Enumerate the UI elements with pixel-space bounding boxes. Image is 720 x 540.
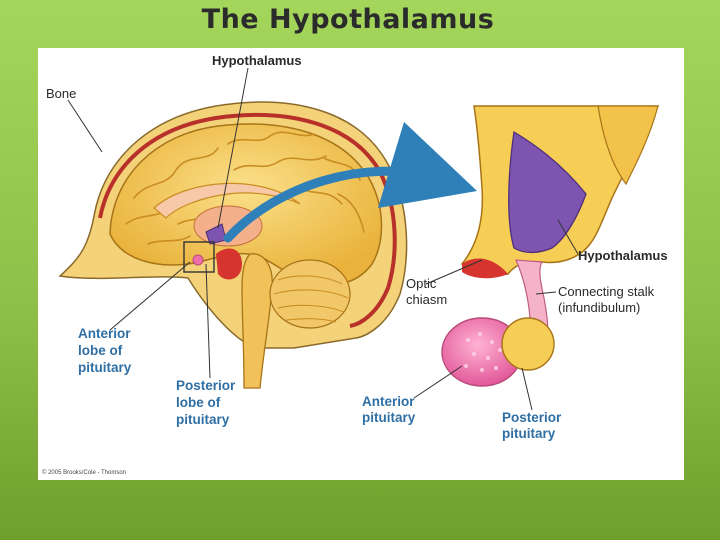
posterior-pituitary <box>502 318 554 370</box>
pituitary-small <box>193 255 203 265</box>
label-stalk-2: (infundibulum) <box>558 300 640 315</box>
label-anterior-lobe-3: pituitary <box>78 360 132 375</box>
label-anterior-pituitary-1: Anterior <box>362 394 415 409</box>
label-posterior-lobe-2: lobe of <box>176 395 221 410</box>
label-anterior-lobe-1: Anterior <box>78 326 131 341</box>
label-optic-chiasm-2: chiasm <box>406 292 447 307</box>
copyright-credit: © 2005 Brooks/Cole - Thomson <box>42 469 126 476</box>
label-hypothalamus-right: Hypothalamus <box>578 248 668 263</box>
label-hypothalamus-top: Hypothalamus <box>212 53 302 68</box>
label-stalk-1: Connecting stalk <box>558 284 655 299</box>
label-anterior-pituitary-2: pituitary <box>362 410 416 425</box>
slide-title: The Hypothalamus <box>0 4 696 35</box>
brain-diagram: Hypothalamus Bone Anterior lobe of pitui… <box>38 48 684 480</box>
label-anterior-lobe-2: lobe of <box>78 343 123 358</box>
label-optic-chiasm-1: Optic <box>406 276 437 291</box>
label-posterior-lobe-1: Posterior <box>176 378 236 393</box>
label-posterior-lobe-3: pituitary <box>176 412 230 427</box>
midbrain-red <box>216 249 242 280</box>
label-posterior-pituitary-2: pituitary <box>502 426 556 441</box>
brainstem <box>242 254 272 388</box>
label-bone: Bone <box>46 86 76 101</box>
hypothalamus-figure: Hypothalamus Bone Anterior lobe of pitui… <box>38 48 684 480</box>
enlarged-view <box>442 106 658 386</box>
label-posterior-pituitary-1: Posterior <box>502 410 562 425</box>
